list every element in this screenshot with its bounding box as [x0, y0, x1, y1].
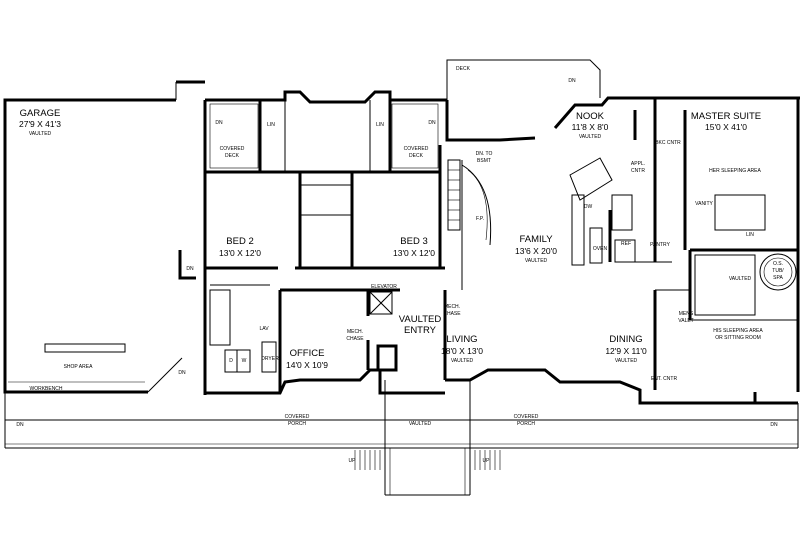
lav-label: LAV: [259, 326, 269, 332]
dn-bed3: DN: [428, 120, 436, 126]
family-size: 13'6 X 20'0: [515, 246, 557, 256]
office-label: OFFICE: [290, 348, 325, 359]
dn-to-bsmt-2: BSMT: [477, 158, 491, 164]
master-size: 15'0 X 41'0: [705, 122, 747, 132]
covered-decks: [209, 103, 439, 169]
nook-label: NOOK: [576, 111, 605, 122]
his-sleeping-2: OR SITTING ROOM: [715, 335, 761, 341]
porch-vaulted: VAULTED: [409, 421, 432, 427]
detail-labels: DECK COVERED DECK COVERED DECK COVERED P…: [16, 66, 784, 464]
his-sleeping-1: HIS SLEEPING AREA: [713, 328, 763, 334]
bkc-cntr-label: BKC CNTR: [655, 140, 681, 146]
nook-size: 11'8 X 8'0: [572, 122, 609, 132]
lin-master: LIN: [746, 232, 754, 238]
living-note: VAULTED: [451, 358, 474, 364]
up-left: UP: [349, 458, 357, 464]
porch: [4, 380, 799, 496]
kitchen-details: [569, 157, 636, 266]
dn-garage-2: DN: [178, 370, 186, 376]
bed2-size: 13'0 X 12'0: [219, 248, 261, 258]
covered-porch-right-2: PORCH: [517, 421, 535, 427]
covered-porch-left-2: PORCH: [288, 421, 306, 427]
living-label: LIVING: [446, 334, 477, 345]
dining-size: 12'9 X 11'0: [605, 346, 647, 356]
mech-chase-office-1: MECH.: [347, 329, 363, 335]
dn-deck: DN: [568, 78, 576, 84]
garage-note: VAULTED: [29, 131, 52, 137]
garage-label: GARAGE: [20, 108, 61, 119]
family-note: VAULTED: [525, 258, 548, 264]
mech-chase-office-2: CHASE: [346, 336, 364, 342]
mens-valet-2: VALET: [678, 318, 693, 324]
covered-porch-left-1: COVERED: [285, 414, 310, 420]
oven-label: OVEN: [593, 246, 608, 252]
garage-size: 27'9 X 41'3: [19, 119, 61, 129]
dryer-d: D: [229, 358, 233, 364]
bed2-label: BED 2: [226, 236, 253, 247]
interior-walls: [205, 98, 798, 393]
washer-w: W: [242, 358, 247, 364]
dw-label: DW: [584, 204, 593, 210]
office-size: 14'0 X 10'9: [286, 360, 328, 370]
living-size: 18'0 X 13'0: [441, 346, 483, 356]
bed3-size: 13'0 X 12'0: [393, 248, 435, 258]
lin-left: LIN: [267, 122, 275, 128]
porch-steps: [354, 450, 501, 470]
appl-cntr-1: APPL.: [631, 161, 645, 167]
exterior-walls: [3, 80, 800, 405]
dn-garage: DN: [186, 266, 194, 272]
deck-label: DECK: [456, 66, 471, 72]
vanity-label: VANITY: [695, 201, 713, 207]
mens-valet-1: MENS: [679, 311, 694, 317]
mech-chase-stair-1: MECH.: [444, 304, 460, 310]
dn-bed2: DN: [215, 120, 223, 126]
workbench-label: WORKBENCH: [29, 386, 62, 392]
shop-area-label: SHOP AREA: [64, 364, 93, 370]
covered-deck-left-2: DECK: [225, 153, 240, 159]
entry-label-2: ENTRY: [404, 325, 437, 336]
master-bath-vaulted: VAULTED: [729, 276, 752, 282]
spa-label-2: TUB/: [772, 268, 784, 274]
mech-chase-stair-2: CHASE: [443, 311, 461, 317]
spa-label-1: O.S.: [773, 261, 783, 267]
spa-label-3: SPA: [773, 275, 783, 281]
appl-cntr-2: CNTR: [631, 168, 645, 174]
dining-note: VAULTED: [615, 358, 638, 364]
ref-label: REF: [621, 241, 631, 247]
dining-label: DINING: [609, 334, 642, 345]
bed3-label: BED 3: [400, 236, 427, 247]
elevator-label: ELEVATOR: [371, 284, 397, 290]
rear-deck: [420, 59, 601, 101]
covered-deck-right-2: DECK: [409, 153, 424, 159]
dn-to-bsmt-1: DN. TO: [476, 151, 493, 157]
garage-details: [8, 289, 277, 383]
family-label: FAMILY: [519, 234, 553, 245]
main-stair: [447, 159, 492, 246]
up-right: UP: [483, 458, 491, 464]
master-label: MASTER SUITE: [691, 111, 761, 122]
ent-cntr-label: ENT. CNTR: [651, 376, 678, 382]
fireplace-label: F.P.: [476, 216, 484, 222]
nook-note: VAULTED: [579, 134, 602, 140]
lin-right: LIN: [376, 122, 384, 128]
dn-porch-left: DN: [16, 422, 24, 428]
entry-label: VAULTED: [399, 314, 442, 325]
covered-deck-left-1: COVERED: [220, 146, 245, 152]
dn-porch-right: DN: [770, 422, 778, 428]
covered-porch-right-1: COVERED: [514, 414, 539, 420]
covered-deck-right-1: COVERED: [404, 146, 429, 152]
dryer-label: DRYER: [261, 356, 279, 362]
her-sleeping-label: HER SLEEPING AREA: [709, 168, 761, 174]
room-labels: GARAGE 27'9 X 41'3 VAULTED BED 2 13'0 X …: [19, 108, 761, 370]
pantry-label: PANTRY: [650, 242, 670, 248]
